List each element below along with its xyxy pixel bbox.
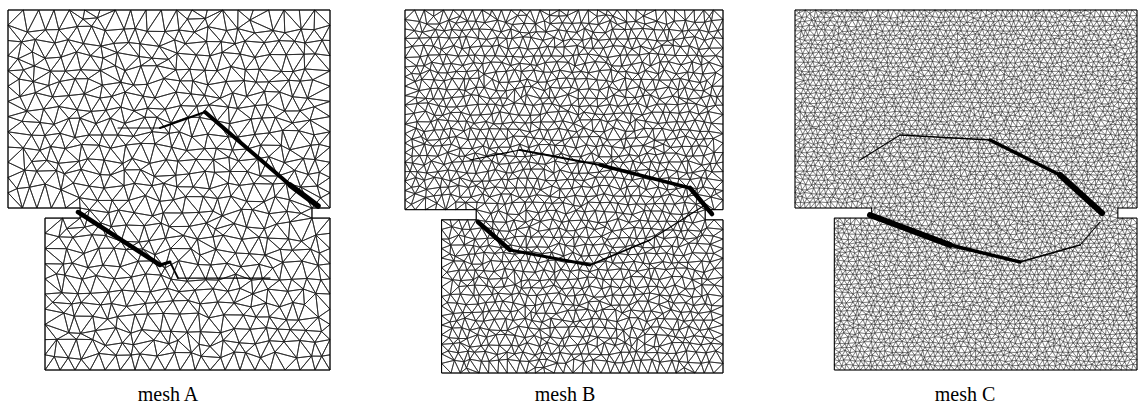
mesh-caption: mesh A (138, 383, 199, 405)
crack (205, 112, 290, 185)
mesh-panel (405, 10, 723, 373)
crack (510, 250, 590, 265)
triangle-mesh (405, 10, 723, 373)
mesh-panel (8, 10, 330, 370)
mesh-caption: mesh C (935, 383, 996, 405)
crack (600, 165, 690, 188)
crack (78, 212, 160, 265)
triangle-mesh (795, 10, 1137, 370)
mesh-outline (405, 10, 723, 373)
crack (1080, 222, 1100, 245)
crack (160, 262, 170, 265)
crack (470, 150, 520, 160)
crack (900, 135, 990, 140)
crack (118, 127, 160, 128)
mesh-outline (8, 10, 330, 370)
crack (170, 262, 178, 278)
mesh-panel (795, 10, 1137, 370)
crack (1020, 245, 1080, 262)
crack (650, 205, 705, 240)
crack (290, 185, 318, 206)
crack (520, 150, 600, 165)
crack (690, 188, 712, 214)
mesh-caption: mesh B (535, 383, 596, 405)
crack (990, 140, 1060, 175)
triangle-mesh (8, 10, 330, 370)
crack (160, 112, 205, 128)
crack (590, 240, 650, 265)
crack (1060, 175, 1102, 213)
crack (178, 277, 270, 278)
crack (478, 222, 510, 250)
crack (950, 245, 1020, 262)
crack (860, 135, 900, 160)
mesh-outline (795, 10, 1137, 370)
crack (870, 215, 950, 245)
